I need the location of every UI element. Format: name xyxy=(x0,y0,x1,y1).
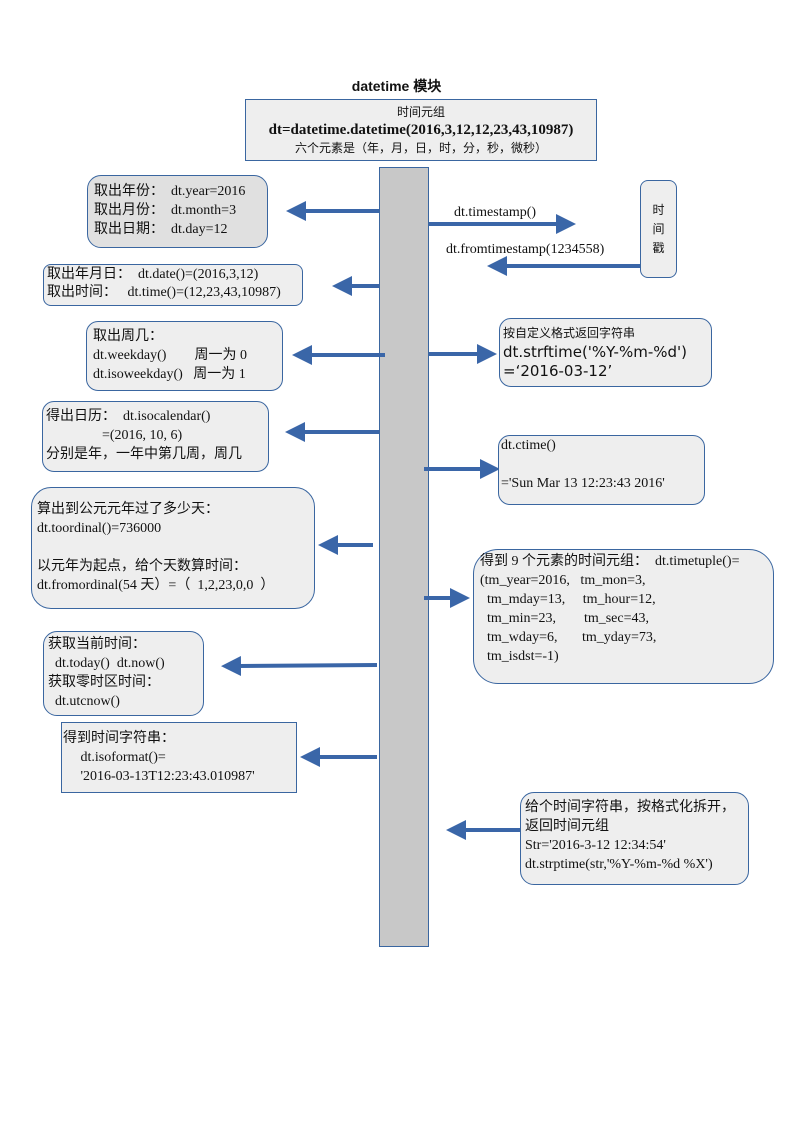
strptime-heading2: 返回时间元组 xyxy=(525,819,609,834)
isoformat-heading: 得到时间字符串： xyxy=(63,731,175,746)
timetuple-line: tm_isdst=-1) xyxy=(480,649,559,664)
weekday-line: dt.weekday() 周一为 0 xyxy=(93,348,247,363)
header-line1: 时间元组 xyxy=(396,105,445,119)
year-box: 取出年份： dt.year=2016 取出月份： dt.month=3 取出日期… xyxy=(87,175,268,248)
timestamp-label: dt.timestamp() xyxy=(454,205,537,220)
isoweekday-line: dt.isoweekday() 周一为 1 xyxy=(93,367,246,382)
strptime-string: Str='2016-3-12 12:34:54' xyxy=(525,838,666,853)
strftime-result: =‘2016-03-12’ xyxy=(503,362,613,380)
diagram-title: datetime 模块 xyxy=(351,78,442,94)
timetuple-line: tm_wday=6, tm_yday=73, xyxy=(480,630,657,645)
strftime-heading: 按自定义格式返回字符串 xyxy=(503,326,636,340)
header-box: 时间元组 dt=datetime.datetime(2016,3,12,12,2… xyxy=(245,99,597,161)
blank-line: ​ xyxy=(501,455,702,474)
fromordinal-heading: 以元年为起点，给个天数算时间： xyxy=(37,559,247,574)
isoformat-result: '2016-03-13T12:23:43.010987' xyxy=(63,769,255,784)
strftime-box: 按自定义格式返回字符串 dt.strftime('%Y-%m-%d') =‘20… xyxy=(499,318,712,387)
blank-line: ​ xyxy=(37,538,309,557)
utcnow-line: dt.utcnow() xyxy=(48,694,120,709)
header-line3: 六个元素是（年，月，日，时，分，秒，微秒） xyxy=(294,141,547,155)
ctime-box: dt.ctime() ​ ='Sun Mar 13 12:23:43 2016' xyxy=(498,435,705,505)
timestamp-box: 时 间 戳 xyxy=(640,180,677,278)
weekday-box: 取出周几： dt.weekday() 周一为 0 dt.isoweekday()… xyxy=(86,321,283,391)
strptime-line: dt.strptime(str,'%Y-%m-%d %X') xyxy=(525,857,713,872)
isoformat-line: dt.isoformat()= xyxy=(63,750,166,765)
now-heading: 获取当前时间： xyxy=(48,637,146,652)
header-line2: dt=datetime.datetime(2016,3,12,12,23,43,… xyxy=(268,122,574,138)
ctime-result: ='Sun Mar 13 12:23:43 2016' xyxy=(501,476,665,491)
isocalendar-result: =(2016, 10, 6) xyxy=(46,428,183,443)
timetuple-box: 得到 9 个元素的时间元组： dt.timetuple()= (tm_year=… xyxy=(473,549,774,684)
utc-heading: 获取零时区时间： xyxy=(48,675,160,690)
timetuple-line: tm_mday=13, tm_hour=12, xyxy=(480,592,656,607)
now-box: 获取当前时间： dt.today() dt.now() 获取零时区时间： dt.… xyxy=(43,631,204,716)
toordinal-heading: 算出到公元元年过了多少天： xyxy=(37,502,219,517)
isocalendar-box: 得出日历： dt.isocalendar() =(2016, 10, 6) 分别… xyxy=(42,401,269,472)
isocalendar-note: 分别是年，一年中第几周，周几 xyxy=(46,447,242,462)
time-line: 取出时间： dt.time()=(12,23,43,10987) xyxy=(47,285,281,300)
ordinal-box: 算出到公元元年过了多少天： dt.toordinal()=736000 ​ 以元… xyxy=(31,487,315,609)
now-line: dt.today() dt.now() xyxy=(48,656,165,671)
toordinal-line: dt.toordinal()=736000 xyxy=(37,521,162,536)
month-line: 取出月份： dt.month=3 xyxy=(94,203,237,218)
date-line: 取出年月日： dt.date()=(2016,3,12) xyxy=(47,267,259,282)
strptime-box: 给个时间字符串，按格式化拆开， 返回时间元组 Str='2016-3-12 12… xyxy=(520,792,749,885)
timetuple-heading: 得到 9 个元素的时间元组： dt.timetuple()= xyxy=(480,554,740,569)
date-box: 取出年月日： dt.date()=(2016,3,12) 取出时间： dt.ti… xyxy=(43,264,303,306)
strftime-line: dt.strftime('%Y-%m-%d') xyxy=(503,343,687,361)
isocalendar-line: 得出日历： dt.isocalendar() xyxy=(46,409,211,424)
arrow-now xyxy=(221,655,378,676)
fromtimestamp-label: dt.fromtimestamp(1234558) xyxy=(446,242,605,257)
timetuple-line: (tm_year=2016, tm_mon=3, xyxy=(480,573,646,588)
day-line: 取出日期： dt.day=12 xyxy=(94,222,228,237)
fromordinal-line: dt.fromordinal(54 天）=（ 1,2,23,0,0 ） xyxy=(37,578,275,593)
timetuple-line: tm_min=23, tm_sec=43, xyxy=(480,611,650,626)
year-line: 取出年份： dt.year=2016 xyxy=(94,184,246,199)
strptime-heading: 给个时间字符串，按格式化拆开， xyxy=(525,800,735,815)
ctime-line: dt.ctime() xyxy=(501,438,556,453)
datetime-central-bar xyxy=(379,167,429,947)
isoformat-box: 得到时间字符串： dt.isoformat()= '2016-03-13T12:… xyxy=(61,722,297,793)
weekday-heading: 取出周几： xyxy=(93,329,163,344)
